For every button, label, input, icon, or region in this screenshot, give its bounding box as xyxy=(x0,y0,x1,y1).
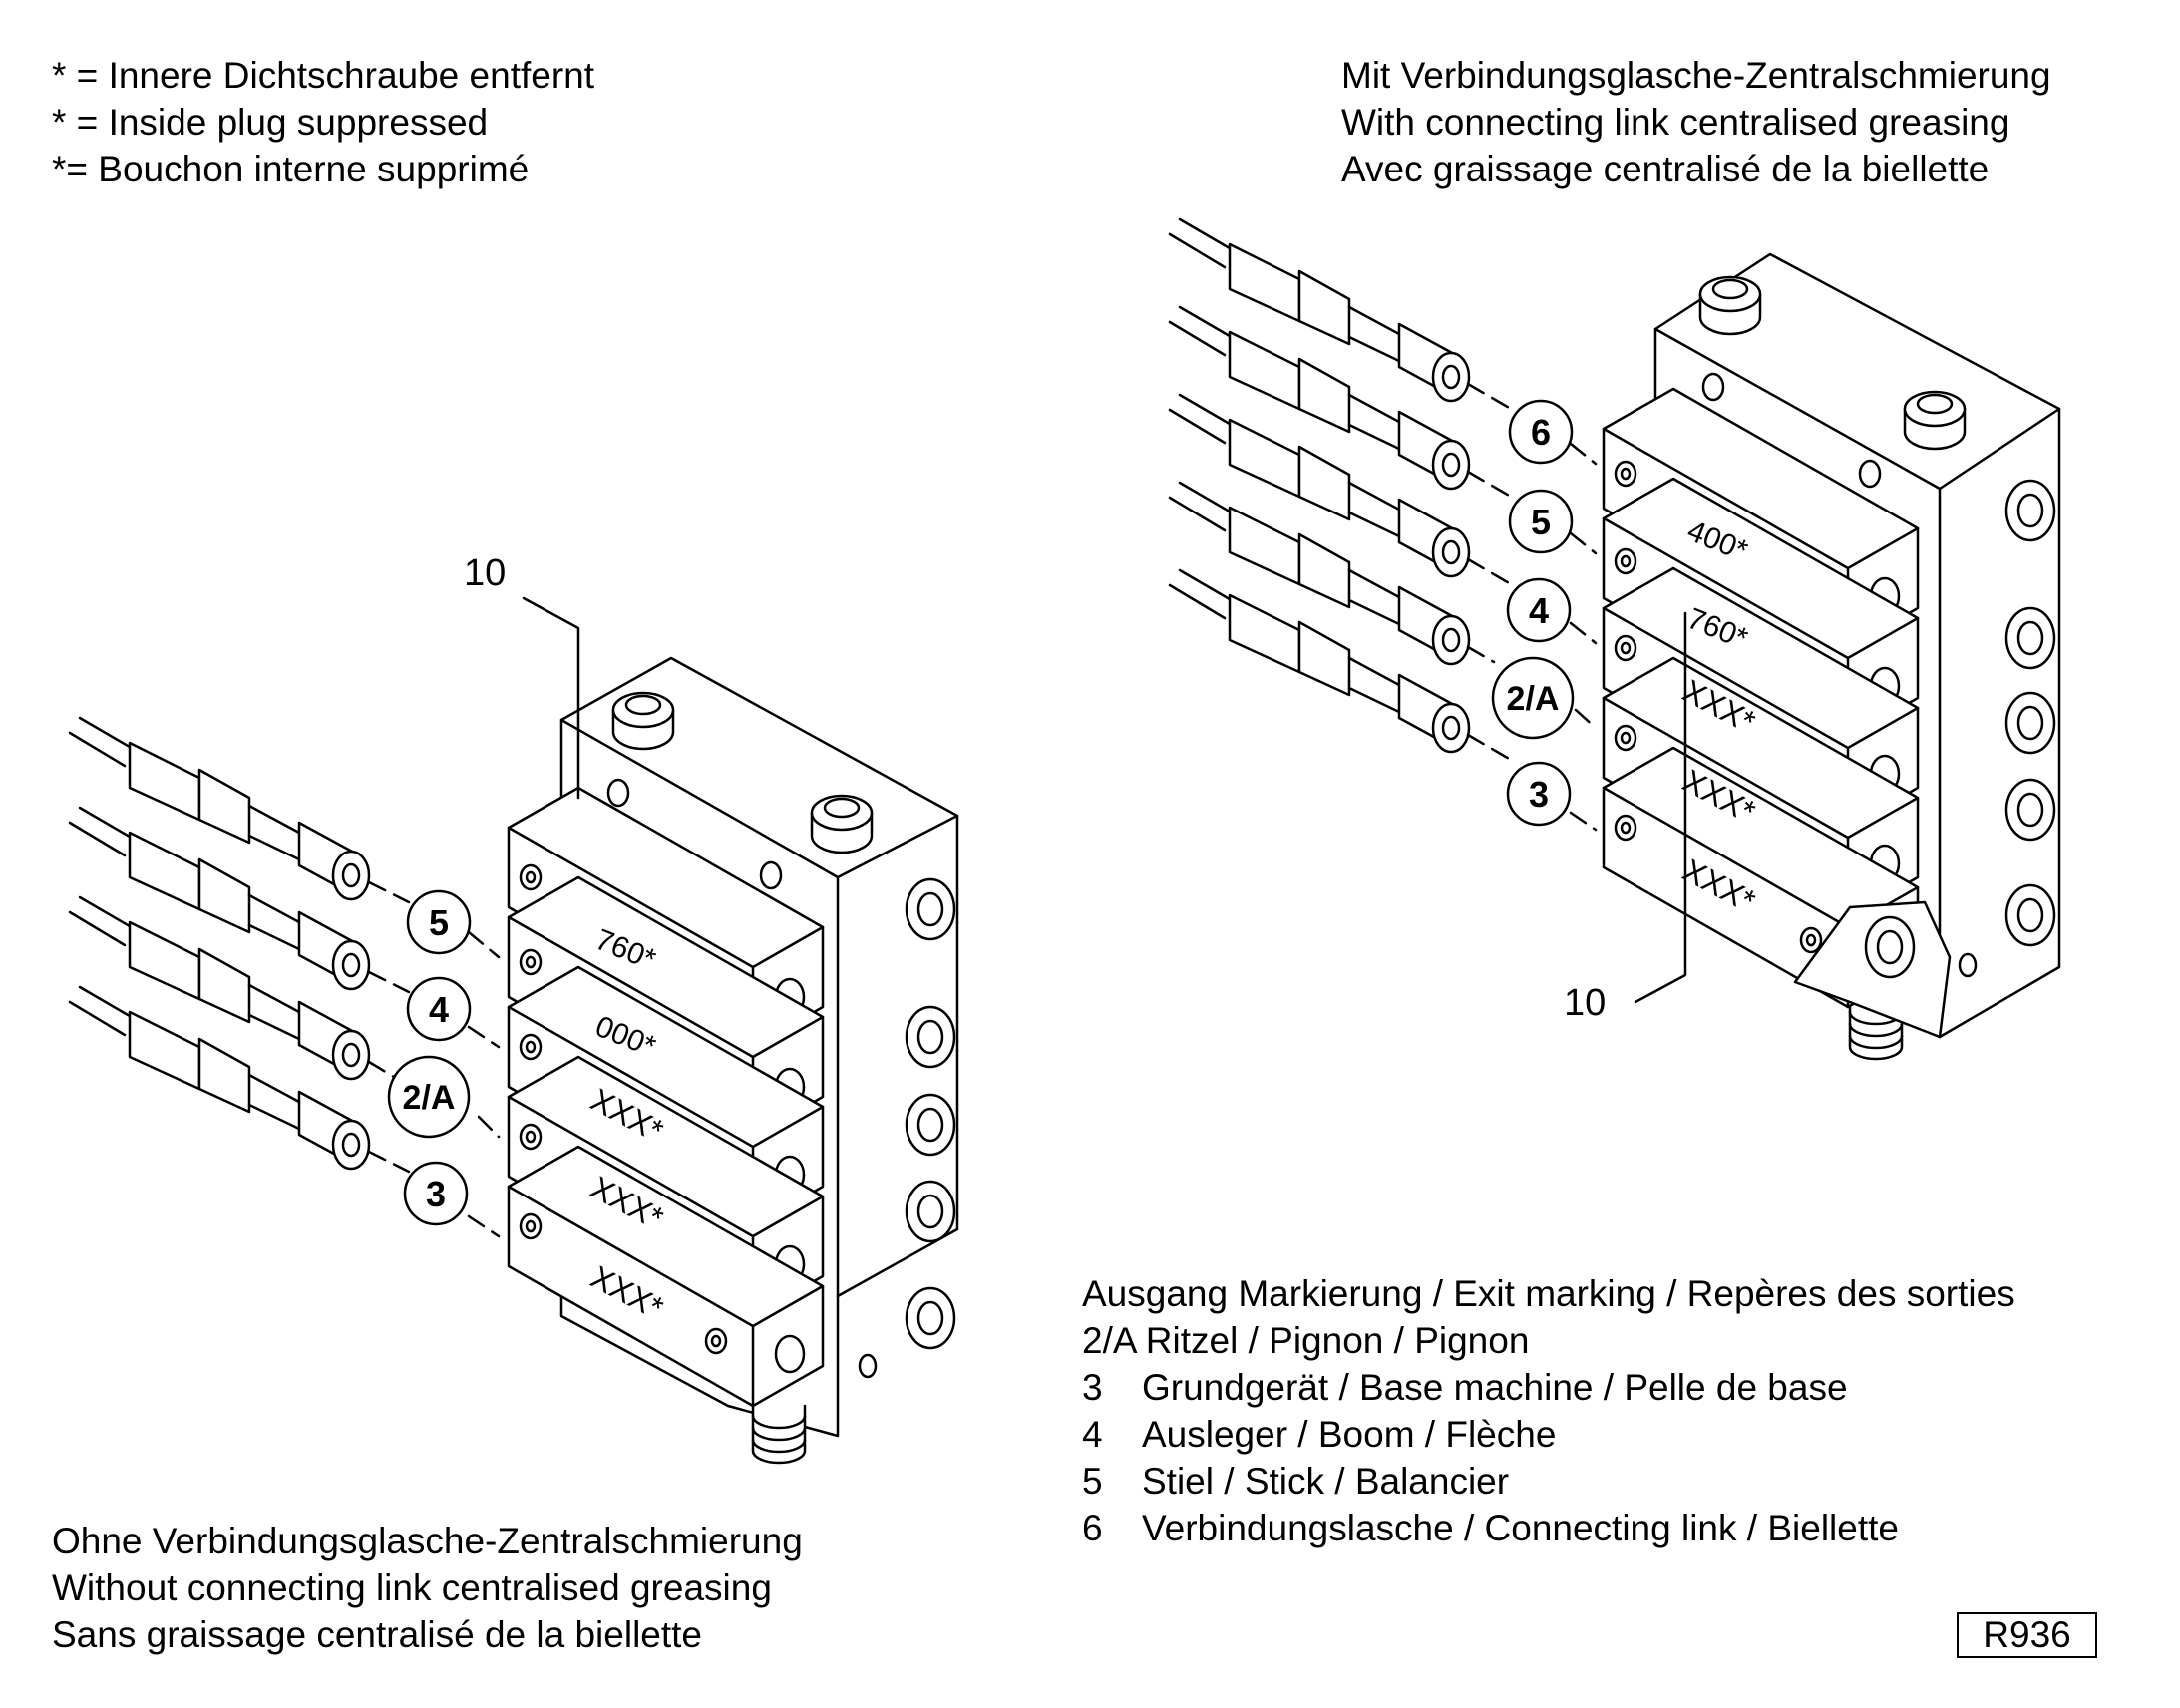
right-hose-fitting xyxy=(1168,568,1471,754)
legend-key: 3 xyxy=(1082,1367,1103,1408)
right-exit-marker-5: 5 xyxy=(1508,489,1574,554)
legend-item: 6 Verbindungslasche / Connecting link / B… xyxy=(1082,1505,2015,1551)
left-base-hole xyxy=(759,860,783,890)
left-distributor-assembly: 760* 000* XXX* XXX* XXX* xyxy=(68,552,959,1465)
without-link-title-line: Ohne Verbindungsglasche-Zentralschmierun… xyxy=(52,1521,803,1561)
right-exit-label: 3 xyxy=(1529,774,1549,815)
left-hose-fitting xyxy=(68,985,371,1171)
right-exit-leader xyxy=(1466,470,1598,555)
right-exit-marker-6: 6 xyxy=(1508,399,1574,465)
left-bottom-fitting xyxy=(751,1404,807,1465)
left-exit-marker-3: 3 xyxy=(403,1161,469,1226)
right-exit-label: 2/A xyxy=(1507,680,1560,718)
legend-item: 2/A Ritzel / Pignon / Pignon xyxy=(1082,1317,2015,1364)
left-exit-leader xyxy=(367,970,501,1049)
legend-key: 5 xyxy=(1082,1461,1103,1502)
left-base-plug-top xyxy=(611,691,675,751)
with-link-title-line: With connecting link centralised greasin… xyxy=(1341,102,2010,143)
right-exit-label: 5 xyxy=(1531,502,1551,542)
right-side-port xyxy=(2004,691,2056,755)
left-side-port xyxy=(905,1093,956,1157)
right-base-plug-top xyxy=(1698,275,1762,336)
asterisk-note-line: * = Innere Dichtschraube entfernt xyxy=(52,55,595,96)
right-exit-leader xyxy=(1466,557,1598,645)
left-base-plug-right xyxy=(810,794,874,854)
right-callout-number: 10 xyxy=(1564,982,1606,1024)
asterisk-note: * = Innere Dichtschraube entfernt * = In… xyxy=(52,52,594,192)
left-side-port xyxy=(905,1286,956,1350)
right-side-port xyxy=(2004,606,2056,670)
left-base-hole xyxy=(606,778,630,808)
right-side-port xyxy=(2004,479,2056,542)
right-exit-label: 4 xyxy=(1529,590,1549,631)
with-link-title-line: Avec graissage centralisé de la biellett… xyxy=(1341,149,1990,189)
asterisk-note-line: *= Bouchon interne supprimé xyxy=(52,149,530,189)
right-exit-leader xyxy=(1466,733,1598,832)
left-exit-leader xyxy=(367,880,501,959)
right-exit-marker-3: 3 xyxy=(1506,761,1572,827)
figure-code: R936 xyxy=(1957,1612,2097,1658)
legend-item: 5 Stiel / Stick / Balancier xyxy=(1082,1458,2015,1505)
right-side-port xyxy=(2004,883,2056,947)
left-hose-fitting xyxy=(68,806,371,991)
left-side-port xyxy=(905,1180,956,1243)
right-base-hole xyxy=(1701,372,1725,402)
legend-text: Grundgerät / Base machine / Pelle de bas… xyxy=(1142,1367,1848,1408)
right-connecting-link-plate xyxy=(1793,900,1952,1039)
legend-key: 6 xyxy=(1082,1508,1103,1548)
right-side-port xyxy=(2004,778,2056,842)
right-exit-leader xyxy=(1466,382,1598,466)
right-hose-fitting xyxy=(1168,217,1471,403)
left-exit-marker-5: 5 xyxy=(406,889,472,955)
without-link-title: Ohne Verbindungsglasche-Zentralschmierun… xyxy=(52,1518,803,1658)
left-callout-number: 10 xyxy=(464,552,506,594)
left-exit-leader xyxy=(367,1150,501,1238)
left-exit-marker-2a: 2/A xyxy=(387,1055,471,1139)
right-exit-label: 6 xyxy=(1531,412,1551,453)
left-hose-fitting xyxy=(68,716,371,901)
legend-key: 4 xyxy=(1082,1414,1103,1455)
left-base-hole xyxy=(858,1353,878,1379)
asterisk-note-line: * = Inside plug suppressed xyxy=(52,102,489,143)
left-exit-leader xyxy=(367,1060,501,1139)
left-side-port xyxy=(905,877,956,941)
legend-item: 4 Ausleger / Boom / Flèche xyxy=(1082,1411,2015,1458)
legend-header: Ausgang Markierung / Exit marking / Repè… xyxy=(1082,1273,2015,1314)
right-hose-fitting xyxy=(1168,393,1471,578)
right-hose-fitting xyxy=(1168,481,1471,666)
right-distributor-assembly: 400* 760* XXX* XXX* XXX* xyxy=(1168,217,2061,1061)
left-exit-label: 3 xyxy=(426,1174,446,1214)
left-callout-leader xyxy=(522,596,580,800)
right-exit-marker-4: 4 xyxy=(1506,577,1572,643)
legend-text: Ritzel / Pignon / Pignon xyxy=(1145,1320,1530,1361)
exit-marking-legend: Ausgang Markierung / Exit marking / Repè… xyxy=(1082,1270,2015,1551)
right-hose-fitting xyxy=(1168,305,1471,491)
right-callout-leader xyxy=(1634,611,1687,1004)
legend-text: Verbindungslasche / Connecting link / Bi… xyxy=(1142,1508,1899,1548)
left-metering-block xyxy=(507,1145,825,1408)
right-exit-leader xyxy=(1466,645,1598,730)
legend-key: 2/A xyxy=(1082,1320,1136,1361)
left-side-port xyxy=(905,1005,956,1069)
right-base-plug-right xyxy=(1903,390,1967,451)
left-exit-marker-4: 4 xyxy=(406,976,472,1042)
with-link-title-line: Mit Verbindungsglasche-Zentralschmierung xyxy=(1341,55,2051,96)
right-base-hole xyxy=(1958,952,1978,978)
without-link-title-line: Sans graissage centralisé de la biellett… xyxy=(52,1614,702,1655)
left-hose-fitting xyxy=(68,895,371,1081)
left-exit-label: 2/A xyxy=(403,1079,456,1117)
left-exit-label: 4 xyxy=(429,989,449,1030)
legend-text: Ausleger / Boom / Flèche xyxy=(1142,1414,1557,1455)
legend-item: 3 Grundgerät / Base machine / Pelle de ba… xyxy=(1082,1364,2015,1411)
right-base-hole xyxy=(1858,459,1882,489)
with-link-title: Mit Verbindungsglasche-Zentralschmierung… xyxy=(1341,52,2051,192)
legend-text: Stiel / Stick / Balancier xyxy=(1142,1461,1510,1502)
right-exit-marker-2a: 2/A xyxy=(1491,656,1575,740)
left-exit-label: 5 xyxy=(429,902,449,943)
without-link-title-line: Without connecting link centralised grea… xyxy=(52,1567,772,1608)
